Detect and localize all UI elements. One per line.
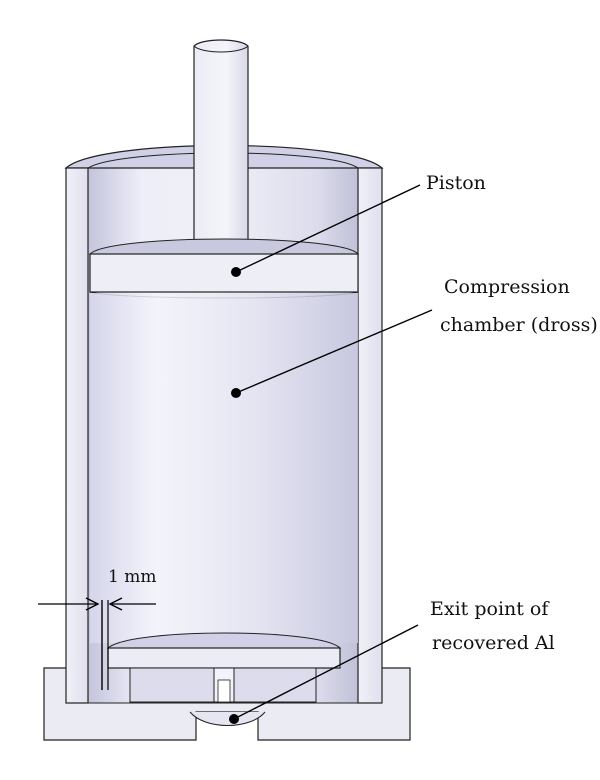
exit-label-2: recovered Al <box>432 628 555 658</box>
piston-pointer-dot <box>231 267 241 277</box>
piston-label: Piston <box>426 168 486 198</box>
exit-label: Exit point of <box>430 594 548 624</box>
compression-chamber <box>90 293 358 643</box>
piston-head <box>88 238 360 299</box>
cylinder-right-wall <box>357 167 383 704</box>
exit-leader <box>229 624 419 724</box>
exit-label-line2: recovered Al <box>432 632 555 654</box>
chamber-label-line1: Compression <box>444 276 570 298</box>
exit-pointer-dot <box>229 714 239 724</box>
chamber-leader <box>231 309 433 398</box>
gap-dimension <box>38 597 156 690</box>
piston-leader <box>231 184 421 277</box>
exit-label-line1: Exit point of <box>430 598 549 620</box>
gap-label-text: 1 mm <box>108 567 157 587</box>
cylinder-left-wall <box>65 167 89 704</box>
chamber-pointer-dot <box>231 388 241 398</box>
piston-rod <box>193 39 249 255</box>
chamber-label-line2: chamber (dross) <box>440 314 598 336</box>
gap-label: 1 mm <box>108 562 156 592</box>
chamber-label: Compression <box>444 272 570 302</box>
chamber-label-2: chamber (dross) <box>440 310 598 340</box>
piston-label-text: Piston <box>426 172 486 194</box>
bottom-plate <box>106 632 342 703</box>
